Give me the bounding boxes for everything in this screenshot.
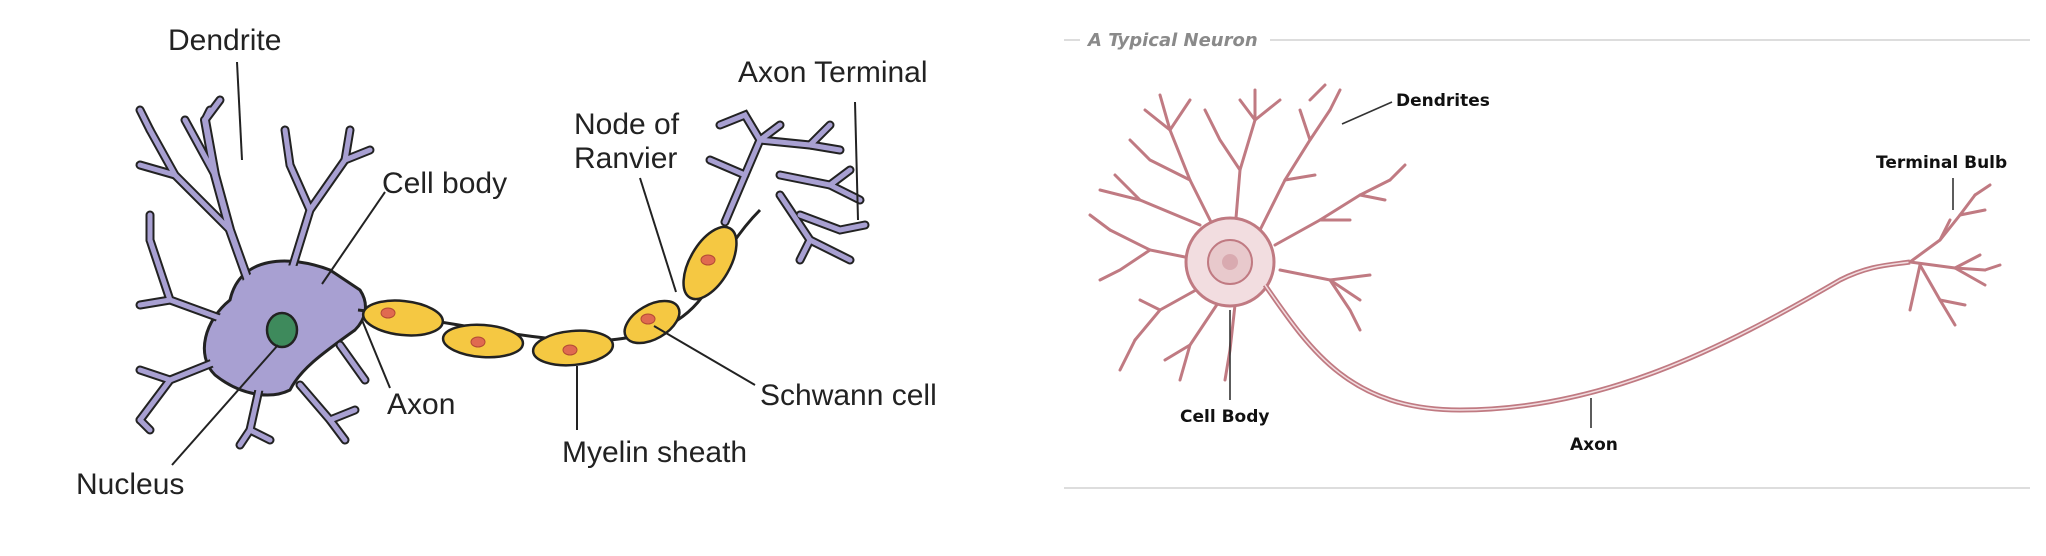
- axon-terminal-branches-fill: [707, 111, 868, 263]
- typical-neuron-panel: A Typical Neuron: [1040, 0, 2046, 556]
- leader-cell-body: [321, 191, 386, 285]
- axon-path-inner: [1264, 261, 1911, 411]
- label-dendrite: Dendrite: [168, 24, 281, 57]
- label-dendrites: Dendrites: [1396, 91, 1490, 111]
- terminal-branches: [1908, 183, 2002, 327]
- myelin-segment: [361, 299, 445, 337]
- nucleus: [265, 311, 299, 349]
- typical-neuron-svg: A Typical Neuron: [1064, 30, 2030, 489]
- schwann-nucleus: [700, 254, 716, 266]
- leader-dendrite: [236, 61, 243, 161]
- dendrites: [1088, 83, 1407, 382]
- label-axon: Axon: [387, 388, 455, 421]
- schwann-nucleus: [562, 344, 578, 356]
- dendrite-branches-fill: [137, 97, 373, 448]
- leader-lines: [171, 61, 859, 466]
- neuron-diagram-detailed: Dendrite Cell body Nucleus Axon Node of …: [0, 0, 1020, 556]
- label-myelin-sheath: Myelin sheath: [562, 436, 747, 469]
- schwann-nucleus: [640, 313, 656, 325]
- leader-dendrites: [1341, 101, 1393, 125]
- leader-axon: [361, 319, 391, 389]
- schwann-nucleus: [380, 307, 396, 319]
- nucleolus: [1222, 254, 1238, 270]
- label-cell-body: Cell body: [382, 167, 507, 200]
- leader-axon-terminal: [854, 101, 859, 221]
- leader-nucleus: [171, 344, 279, 466]
- label-node-of-ranvier-line2: Ranvier: [574, 142, 677, 175]
- label-nucleus: Nucleus: [76, 468, 184, 501]
- schwann-nucleus: [470, 336, 486, 348]
- label-cell-body-right: Cell Body: [1180, 407, 1269, 427]
- panel-title: A Typical Neuron: [1086, 30, 1258, 51]
- neuron-diagram-detailed-svg: Dendrite Cell body Nucleus Axon Node of …: [76, 24, 937, 501]
- label-node-of-ranvier-line1: Node of: [574, 108, 680, 141]
- label-schwann-cell: Schwann cell: [760, 379, 937, 412]
- schwann-nuclei: [380, 254, 716, 356]
- leader-node-of-ranvier: [639, 177, 677, 293]
- label-axon-terminal: Axon Terminal: [738, 56, 928, 89]
- label-axon-right: Axon: [1570, 435, 1618, 455]
- leader-schwann-cell: [653, 325, 756, 386]
- label-terminal-bulb: Terminal Bulb: [1876, 153, 2007, 173]
